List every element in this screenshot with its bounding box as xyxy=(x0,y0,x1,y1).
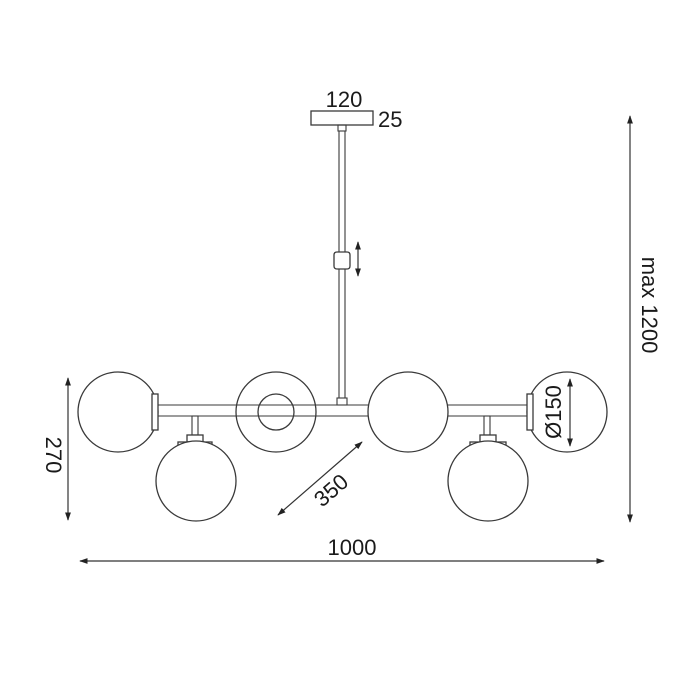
globe-center-right xyxy=(367,371,449,453)
globe-bottom-right xyxy=(447,415,529,522)
depth-dimension-line xyxy=(277,441,363,516)
depth-label: 350 xyxy=(309,469,353,512)
ceiling-canopy xyxy=(310,110,374,132)
total-height-label: max 1200 xyxy=(637,257,662,354)
body-height-label: 270 xyxy=(41,437,66,474)
globe-top-left xyxy=(77,371,159,453)
canopy-height-label: 25 xyxy=(378,107,402,132)
canopy-width-label: 120 xyxy=(326,87,363,112)
horizontal-arm xyxy=(158,404,528,417)
globe-center-left xyxy=(235,371,317,453)
globe-diameter-label: Ø150 xyxy=(541,385,566,439)
suspension-rod xyxy=(333,131,351,406)
globe-top-right xyxy=(526,371,608,453)
total-width-label: 1000 xyxy=(328,535,377,560)
globe-bottom-left xyxy=(155,415,237,522)
